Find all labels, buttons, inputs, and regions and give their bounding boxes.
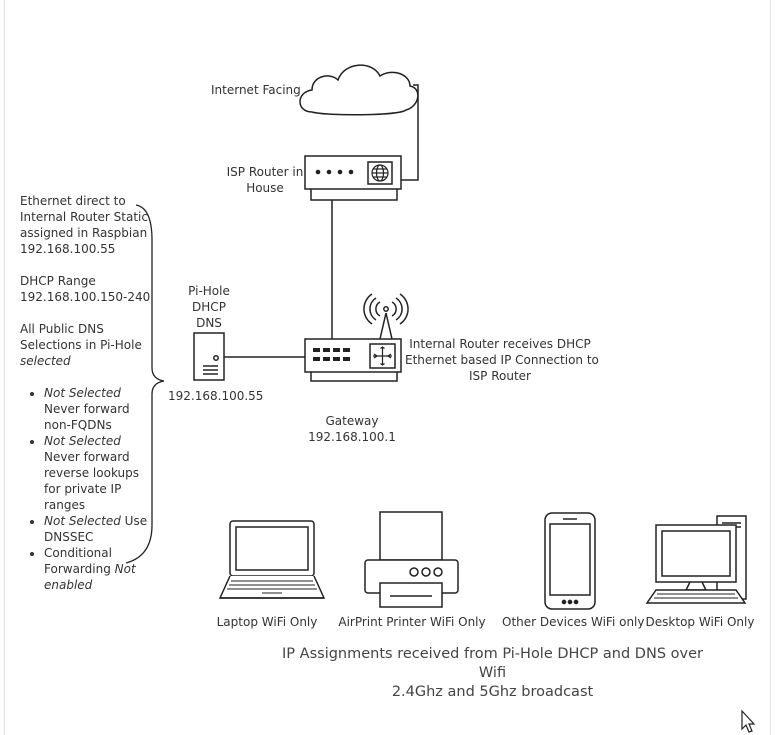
printer-icon [364,511,459,608]
internal-router-icon [304,293,409,382]
notes-list-item: Conditional Forwarding Not enabled [44,545,155,593]
laptop-label: Laptop WiFi Only [216,615,318,629]
notes-list-item: Not Selected Never forward reverse looku… [44,433,155,513]
notes-dns-selections: All Public DNS Selections in Pi-Hole sel… [20,322,142,368]
notes-dhcp-range: DHCP Range 192.168.100.150-240 [20,274,151,304]
right-border [770,0,771,735]
notes-brace [125,204,165,564]
gateway-label: Gateway 192.168.100.1 [308,414,396,444]
router-arrows-icon [373,346,392,366]
phone-icon [544,512,596,610]
wifi-caption: IP Assignments received from Pi-Hole DHC… [282,646,703,700]
isp-router-label: ISP Router in House [226,165,304,195]
printer-label: AirPrint Printer WiFi Only [338,615,486,629]
notes-list-item: Not Selected Use DNSSEC [44,513,155,545]
notes-settings-list: Not Selected Never forward non-FQDNs Not… [20,385,155,593]
pihole-label: Pi-Hole DHCP DNS [188,284,230,330]
line-cloud-to-isp [401,84,419,181]
notes-list-item: Not Selected Never forward non-FQDNs [44,385,155,433]
isp-router-icon [304,155,402,201]
laptop-icon [218,520,326,599]
internet-facing-label: Internet Facing [211,83,301,97]
other-devices-label: Other Devices WiFi only [502,615,645,629]
wifi-antenna-icon [363,293,409,340]
internal-router-label: Internal Router receives DHCP Ethernet b… [405,337,599,383]
desktop-label: Desktop WiFi Only [645,615,755,629]
cursor-icon [741,709,756,733]
cloud-icon [299,64,419,116]
pihole-ip-label: 192.168.100.55 [168,389,264,403]
pihole-notes: Ethernet direct to Internal Router Stati… [20,193,155,593]
globe-icon [371,164,389,182]
left-border [4,0,5,735]
notes-static-ip: Ethernet direct to Internal Router Stati… [20,194,148,256]
server-icon [193,332,225,381]
desktop-icon [645,515,747,604]
